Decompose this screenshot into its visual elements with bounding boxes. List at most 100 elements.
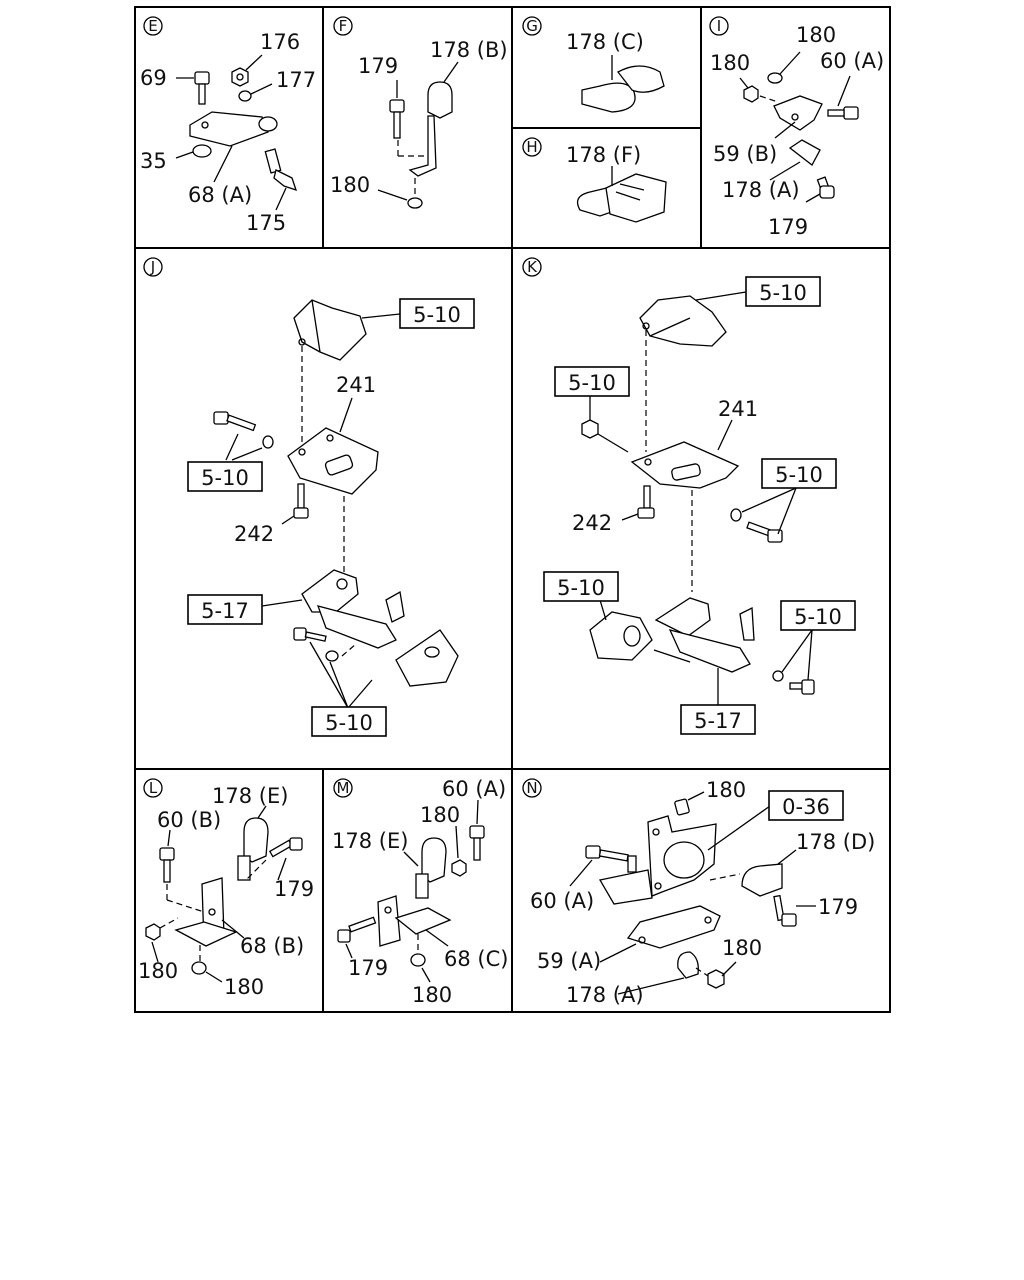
label-179-m: 179 [348, 956, 388, 980]
nut-180-drawing [377, 178, 423, 209]
label-179-n: 179 [818, 895, 858, 919]
panel-i: I 180 180 60 (A) 59 [709, 16, 884, 239]
upper-mount-bracket-drawing [293, 299, 401, 361]
svg-text:5-10: 5-10 [325, 711, 373, 735]
bolt-242-drawing [281, 483, 309, 525]
label-178f: 178 (F) [566, 143, 641, 167]
panel-g-letter-marker: G [522, 16, 542, 36]
nut-180a-drawing-m [451, 825, 467, 877]
plate-241-drawing-k [630, 419, 740, 489]
svg-text:I: I [717, 17, 721, 35]
label-178b: 178 (B) [430, 38, 508, 62]
label-180b-l: 180 [224, 975, 264, 999]
svg-text:5-10: 5-10 [759, 281, 807, 305]
label-242-j: 242 [234, 522, 274, 546]
bolt-179-drawing [389, 80, 405, 139]
panel-j: J [143, 257, 475, 737]
bolt-60a-drawing [827, 75, 859, 120]
panel-n: N [522, 778, 875, 1007]
nut-5-10-drawing-k [581, 396, 629, 453]
label-175: 175 [246, 211, 286, 235]
nut-180a-drawing-n [674, 791, 705, 816]
ref-box-5-10-lower-right-k: 5-10 [780, 600, 856, 631]
bolt-179-drawing-l [245, 837, 303, 881]
panel-f: F 179 178 (B) 180 [330, 16, 508, 209]
label-60a: 60 (A) [820, 49, 884, 73]
svg-text:K: K [527, 258, 538, 276]
label-180a-n: 180 [706, 778, 746, 802]
svg-text:H: H [526, 138, 537, 156]
svg-text:5-10: 5-10 [557, 576, 605, 600]
label-180b-m: 180 [412, 983, 452, 1007]
bolt-179-drawing-n [773, 894, 816, 927]
label-180a-m: 180 [420, 803, 460, 827]
svg-text:5-10: 5-10 [201, 466, 249, 490]
svg-text:J: J [150, 258, 155, 276]
label-241-j: 241 [336, 373, 376, 397]
bolt-179-drawing-i [805, 176, 835, 203]
panel-k: K [522, 257, 856, 735]
svg-text:F: F [339, 17, 348, 35]
label-178e-l: 178 (E) [212, 784, 288, 808]
nut-176-drawing [231, 54, 263, 87]
clip-bracket-178b-drawing [397, 61, 459, 177]
panel-m: M 60 [332, 777, 508, 1007]
fitting-175-drawing [264, 148, 298, 211]
panel-h: H 178 (F) [522, 137, 667, 223]
panel-k-letter-marker: K [522, 257, 542, 277]
label-178d: 178 (D) [796, 830, 875, 854]
actuator-assembly-drawing-j [261, 569, 459, 687]
label-180b-n: 180 [722, 936, 762, 960]
ref-box-5-10-lower-left-k: 5-10 [543, 571, 619, 602]
svg-text:5-10: 5-10 [568, 371, 616, 395]
bracket-68c-drawing [377, 895, 452, 950]
label-241-k: 241 [718, 397, 758, 421]
clamp-178d-drawing [709, 849, 797, 897]
label-59b: 59 (B) [713, 142, 777, 166]
clip-178e-drawing-l [237, 805, 269, 881]
svg-text:0-36: 0-36 [782, 795, 830, 819]
bolt-5-10-right-drawing-k [730, 487, 797, 543]
leader-178a [769, 161, 801, 181]
label-176: 176 [260, 30, 300, 54]
label-177: 177 [276, 68, 316, 92]
clip-bracket-59b-drawing [773, 95, 823, 166]
panel-j-letter-marker: J [143, 257, 163, 277]
panel-f-letter-marker: F [333, 16, 353, 36]
bolt-69-drawing [176, 71, 210, 105]
svg-text:N: N [526, 779, 537, 797]
bracket-59a-drawing [599, 905, 721, 963]
panel-l: L [138, 778, 314, 999]
panel-e-letter-marker: E [143, 16, 163, 36]
bolt-60b-drawing [159, 829, 205, 913]
svg-text:5-17: 5-17 [201, 599, 249, 623]
bracket-68a-drawing [189, 111, 278, 183]
mount-plate-drawing-n [598, 805, 771, 905]
nut-180a-drawing-l [145, 917, 179, 963]
label-68a: 68 (A) [188, 183, 252, 207]
label-178a-n: 178 (A) [566, 983, 644, 1007]
svg-text:L: L [149, 779, 158, 797]
svg-text:5-10: 5-10 [775, 463, 823, 487]
clip-178e-drawing-m [403, 837, 447, 899]
label-178a: 178 (A) [722, 178, 800, 202]
bolt-242-drawing-k [621, 485, 655, 521]
ref-box-5-10-left-j: 5-10 [187, 461, 263, 492]
ref-box-5-10-left-k: 5-10 [554, 366, 630, 397]
svg-text:5-10: 5-10 [794, 605, 842, 629]
label-180b: 180 [796, 23, 836, 47]
nut-180b-drawing-l [191, 945, 223, 983]
clamp-178f-drawing [576, 166, 667, 223]
plate-241-drawing [287, 397, 379, 495]
ref-box-5-17-k: 5-17 [680, 704, 756, 735]
bolt-5-10-lower-drawing-j [293, 627, 373, 709]
nut-180b-drawing-n [695, 961, 737, 989]
svg-text:E: E [148, 17, 157, 35]
panel-h-letter-marker: H [522, 137, 542, 157]
label-35: 35 [140, 149, 167, 173]
label-60a-m: 60 (A) [442, 777, 506, 801]
upper-mount-bracket-drawing-k [639, 291, 747, 347]
label-178e-m: 178 (E) [332, 829, 408, 853]
svg-text:G: G [526, 17, 538, 35]
